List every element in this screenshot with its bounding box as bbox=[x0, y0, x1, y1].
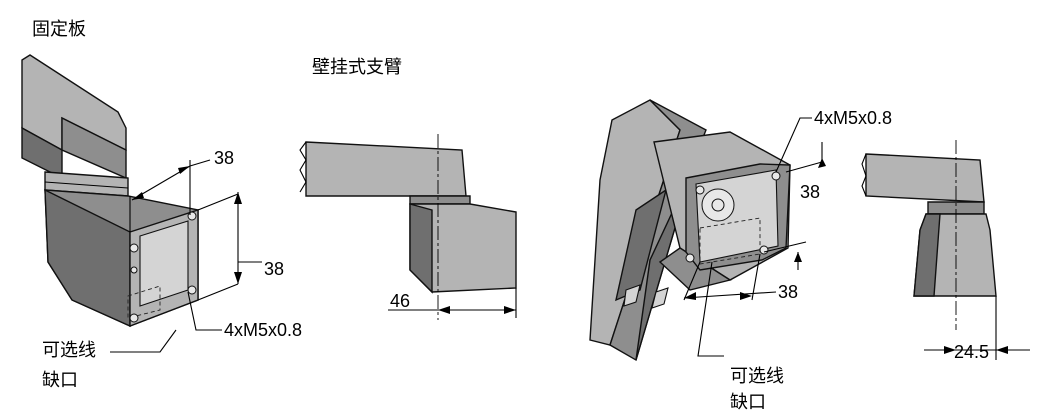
middle-side-view bbox=[299, 134, 517, 320]
right-optional-notch-label-1: 可选线 bbox=[730, 366, 784, 387]
right-side-38-label: 38 bbox=[800, 182, 820, 202]
right-bottom-38-label: 38 bbox=[778, 282, 798, 302]
left-thread-label: 4xM5x0.8 bbox=[224, 320, 302, 340]
wall-arm-label: 壁挂式支臂 bbox=[312, 57, 402, 78]
far-right-24-5-label: 24.5 bbox=[954, 342, 989, 362]
left-dimension-lines bbox=[110, 159, 262, 353]
left-optional-notch-label-1: 可选线 bbox=[42, 340, 96, 361]
right-isometric-part bbox=[589, 99, 791, 362]
fixed-plate-label: 固定板 bbox=[32, 19, 86, 40]
right-thread-label: 4xM5x0.8 bbox=[814, 108, 892, 128]
middle-dimension-lines bbox=[388, 288, 517, 318]
left-isometric-part bbox=[21, 54, 199, 328]
mid-46-label: 46 bbox=[390, 291, 410, 311]
far-right-dimension-lines bbox=[924, 296, 1030, 360]
right-optional-notch-label-2: 缺口 bbox=[730, 392, 766, 413]
far-right-side-view bbox=[861, 140, 997, 330]
right-dimension-lines bbox=[683, 117, 826, 357]
left-side-38-label: 38 bbox=[264, 259, 284, 279]
left-optional-notch-label-2: 缺口 bbox=[42, 370, 78, 391]
left-top-38-label: 38 bbox=[214, 148, 234, 168]
